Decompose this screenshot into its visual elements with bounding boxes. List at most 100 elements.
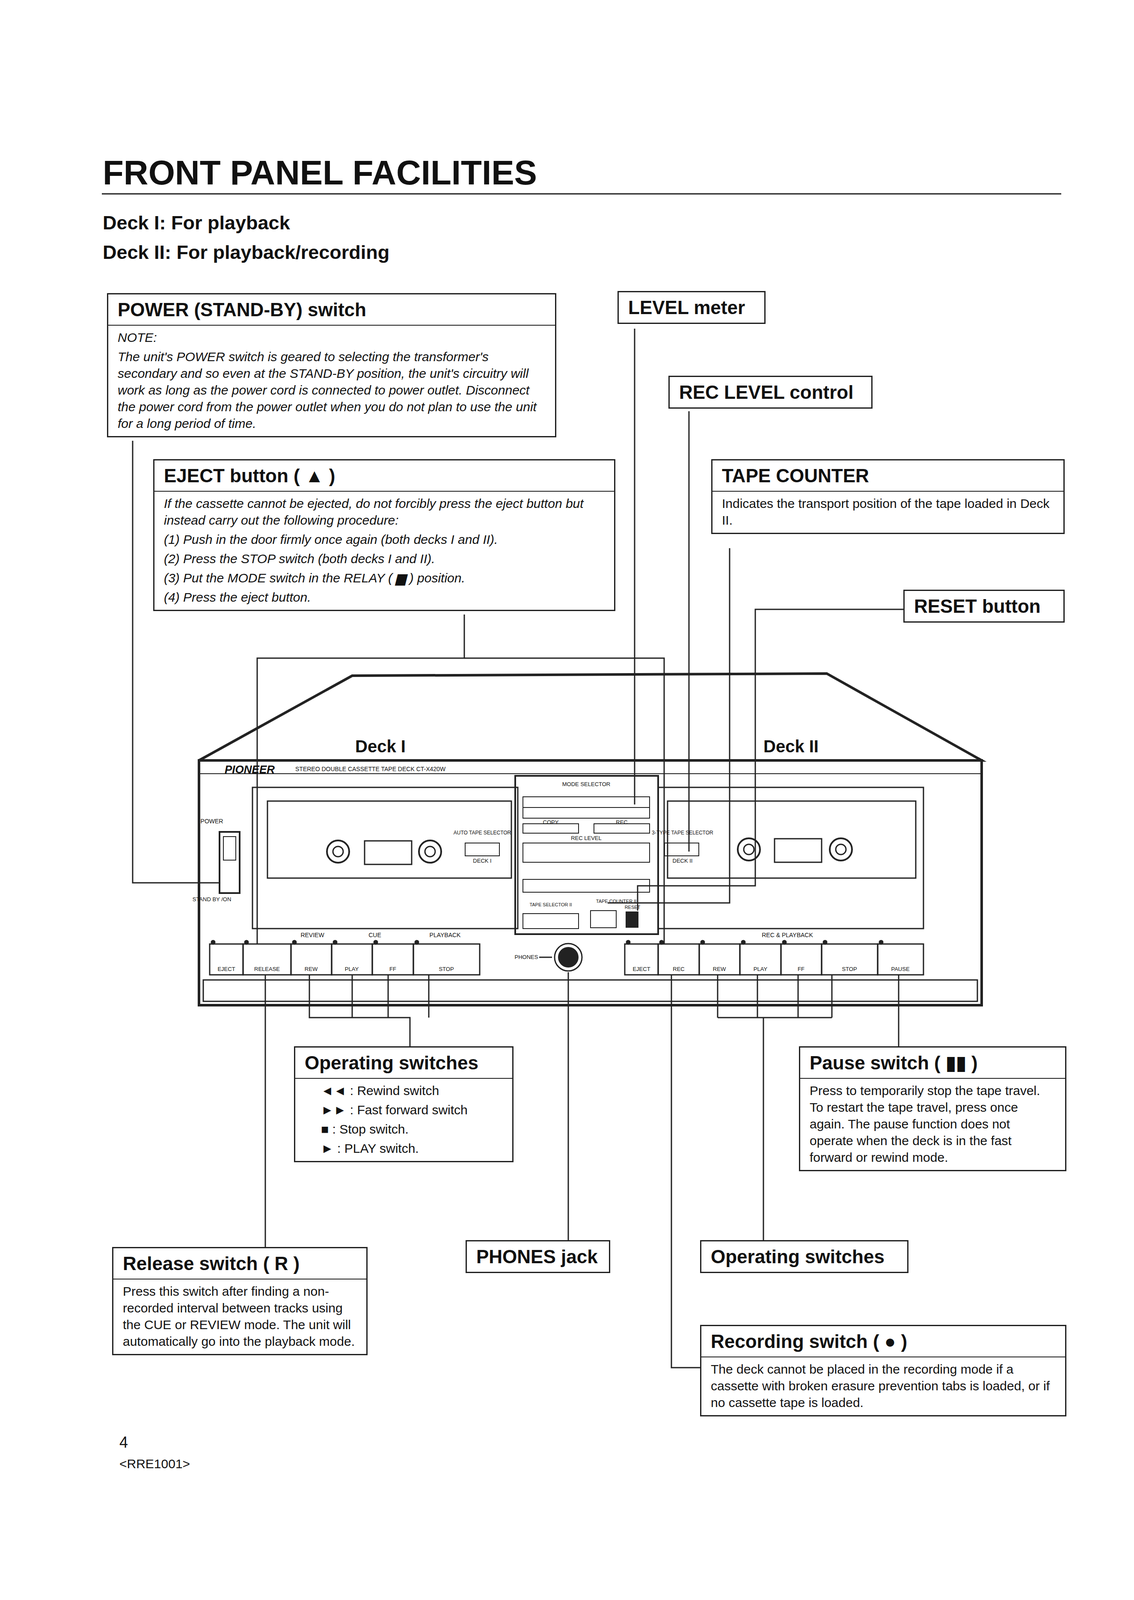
drawing-stroke (101, 193, 1062, 195)
callout-heading: TAPE COUNTER (712, 460, 1064, 492)
panel-label: 3-TYPE TAPE SELECTOR (651, 830, 713, 836)
drawing-stroke (264, 974, 267, 1247)
panel-label: CUE (368, 932, 382, 939)
panel-label: PLAY (344, 966, 359, 973)
subheading: Deck II: For playback/recording (102, 241, 390, 264)
drawing-stroke (292, 940, 297, 945)
callout-text: Press to temporarily stop the tape trave… (800, 1078, 1066, 1170)
drawing-stroke (774, 838, 822, 863)
panel-label: REC LEVEL (570, 835, 602, 842)
drawing-stroke (659, 940, 664, 945)
drawing-stroke (364, 840, 412, 865)
subheading: Deck I: For playback (102, 212, 291, 234)
drawing-stroke (198, 760, 982, 1006)
drawing-stroke (522, 796, 650, 819)
drawing-stroke (243, 944, 291, 975)
drawing-stroke (424, 846, 436, 857)
callout-heading: RESET button (904, 590, 1064, 622)
drawing-stroke (209, 944, 244, 975)
panel-label: REW (304, 966, 318, 973)
page-title: FRONT PANEL FACILITIES (102, 154, 538, 192)
callout-heading: Release switch ( R ) (113, 1248, 367, 1280)
callout-text: The deck cannot be placed in the recordi… (701, 1357, 1066, 1416)
drawing-stroke (879, 940, 883, 945)
drawing-stroke (428, 974, 430, 1018)
drawing-stroke (203, 979, 978, 1002)
drawing-stroke (625, 911, 639, 928)
callout-heading: REC LEVEL control (669, 377, 872, 408)
drawing-stroke (331, 944, 373, 975)
panel-label: AUTO TAPE SELECTOR (453, 830, 511, 836)
panel-label: REC (672, 966, 685, 973)
drawing-stroke (554, 943, 582, 971)
callout-box: RESET button (903, 589, 1065, 623)
drawing-stroke (351, 974, 354, 1018)
callout-text: (1) Push in the door firmly once again (… (154, 529, 615, 549)
drawing-stroke (898, 974, 900, 1047)
drawing-stroke (741, 940, 746, 945)
drawing-stroke (699, 944, 740, 975)
drawing-stroke (387, 974, 389, 1018)
drawing-stroke (688, 411, 690, 852)
callout-box: Operating switches◄◄ : Rewind switch►► :… (293, 1046, 514, 1163)
drawing-stroke (415, 940, 419, 945)
drawing-stroke (333, 940, 337, 945)
drawing-stroke (717, 974, 719, 1018)
drawing-stroke (515, 775, 659, 935)
drawing-stroke (658, 787, 924, 929)
panel-label: COPY (543, 819, 559, 826)
callout-text: ◄◄ : Rewind switch (295, 1078, 513, 1100)
drawing-stroke (717, 1017, 832, 1019)
callout-box: Recording switch ( ● )The deck cannot be… (700, 1324, 1067, 1417)
drawing-stroke (413, 944, 480, 975)
drawing-stroke (835, 844, 847, 855)
callout-text: ►► : Fast forward switch (295, 1099, 513, 1120)
callout-text: The unit's POWER switch is geared to sel… (108, 346, 556, 437)
drawing-stroke (700, 940, 705, 945)
drawing-stroke (522, 843, 650, 863)
panel-label: PAUSE (890, 966, 910, 973)
drawing-stroke (418, 840, 442, 863)
callout-box: Pause switch ( ▮▮ )Press to temporarily … (798, 1046, 1067, 1172)
panel-label: FF (797, 966, 805, 973)
drawing-stroke (797, 974, 799, 1018)
callout-box: LEVEL meter (617, 290, 766, 324)
callout-box: PHONES jack (465, 1240, 611, 1274)
panel-label: FF (389, 966, 397, 973)
panel-label: STAND BY /ON (192, 896, 232, 903)
callout-heading: LEVEL meter (618, 292, 765, 323)
drawing-stroke (290, 944, 332, 975)
panel-label: PLAY (753, 966, 768, 973)
drawing-stroke (522, 913, 579, 929)
drawing-stroke (244, 940, 249, 945)
panel-label: RELEASE (254, 966, 280, 973)
panel-label: PIONEER (224, 763, 275, 776)
panel-label: Deck II (763, 736, 819, 756)
page-number: 4 (119, 1433, 128, 1452)
callout-box: REC LEVEL control (668, 375, 873, 409)
callout-box: Operating switches (700, 1240, 909, 1274)
drawing-stroke (522, 807, 650, 808)
callout-heading: Operating switches (295, 1047, 513, 1079)
callout-text: If the cassette cannot be ejected, do no… (154, 491, 615, 530)
drawing-stroke (634, 328, 636, 805)
callout-text: (4) Press the eject button. (154, 587, 615, 610)
drawing-stroke (465, 843, 500, 856)
callout-heading: EJECT button ( ▲ ) (154, 460, 615, 492)
panel-label: REC (615, 819, 628, 826)
panel-label: STEREO DOUBLE CASSETTE TAPE DECK CT-X420… (295, 765, 446, 773)
drawing-stroke (831, 974, 833, 1018)
panel-label: REVIEW (300, 932, 324, 939)
drawing-stroke (624, 944, 659, 975)
panel-label: POWER (200, 818, 224, 825)
drawing-stroke (823, 940, 827, 945)
callout-text: NOTE: (108, 325, 556, 347)
callout-heading: Operating switches (701, 1241, 908, 1272)
drawing-stroke (737, 838, 760, 861)
callout-heading: Pause switch ( ▮▮ ) (800, 1047, 1066, 1079)
drawing-stroke (326, 840, 350, 863)
callout-text: (2) Press the STOP switch (both decks I … (154, 548, 615, 568)
drawing-stroke (219, 831, 240, 894)
panel-label: MODE SELECTOR (562, 781, 611, 788)
drawing-stroke (664, 843, 699, 856)
